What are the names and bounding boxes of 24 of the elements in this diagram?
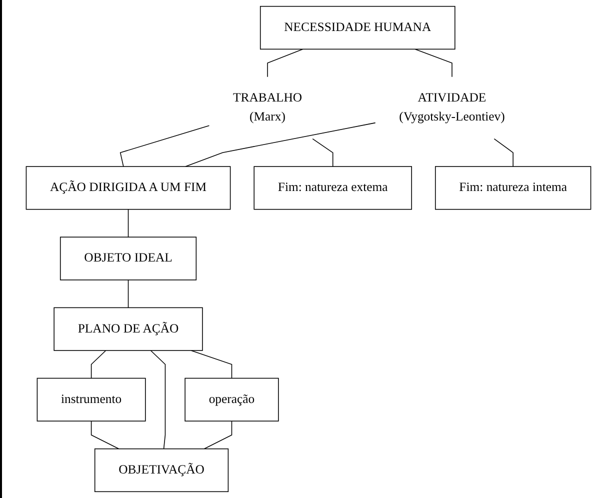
connector [414,48,452,78]
node-box [36,378,146,422]
connector [150,350,166,450]
connector [204,420,232,450]
connector [185,122,376,167]
node-text: ATIVIDADE (Vygotsky-Leontiev) [399,91,505,124]
node-box [434,166,592,210]
connector [267,48,304,78]
node-box [26,166,231,210]
node-box [94,448,229,492]
connector [494,138,514,167]
connector [190,350,232,379]
node-box [60,236,197,280]
node-text: TRABALHO (Marx) [232,91,302,124]
connector [128,208,129,238]
connector [128,280,129,308]
node-box [254,166,412,210]
node-box [260,6,456,50]
connector [90,420,120,450]
connector [120,125,210,167]
connector [90,350,106,379]
node-box [184,378,279,422]
node-box [54,307,203,351]
connector [312,138,334,167]
